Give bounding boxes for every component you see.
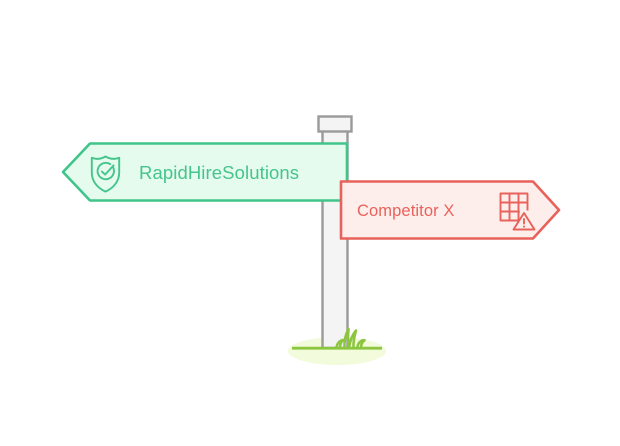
sign-primary-label: RapidHireSolutions: [139, 162, 299, 183]
grass-tufts: [335, 327, 366, 350]
shield-check-icon: [90, 155, 121, 193]
sign-secondary-label: Competitor X: [357, 202, 455, 220]
sign-primary[interactable]: RapidHireSolutions: [61, 142, 349, 202]
sign-secondary[interactable]: Competitor X: [339, 180, 561, 240]
post-cap: [317, 115, 353, 133]
sign-primary-plate: [61, 142, 349, 202]
sign-secondary-plate: [339, 180, 561, 240]
table-warning-icon: [499, 192, 538, 231]
